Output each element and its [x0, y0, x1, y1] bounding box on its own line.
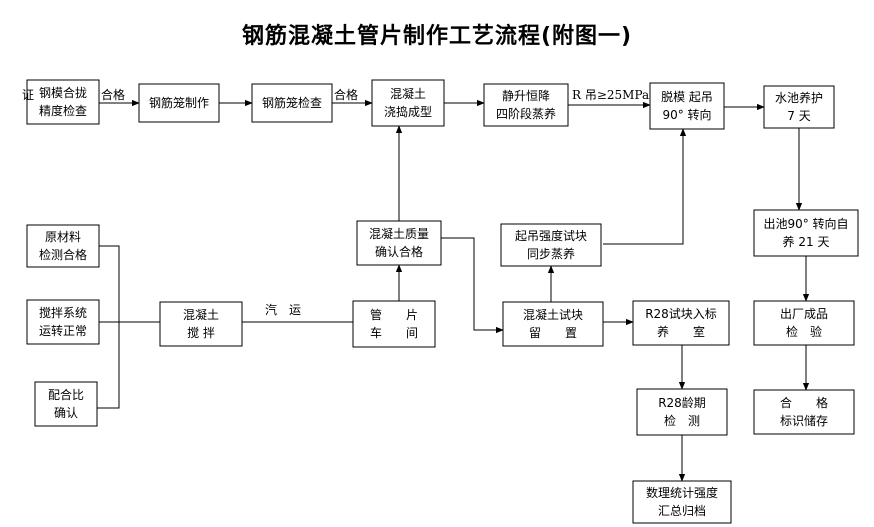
box-label-final-check: 检 验 — [786, 324, 822, 339]
box-label-test-block: 混凝土试块 — [523, 307, 583, 322]
box-mold-check — [26, 79, 100, 125]
box-mix-ratio — [34, 381, 98, 427]
box-label-cure: 静升恒降 — [502, 89, 550, 103]
box-label-r28-room: 养 室 — [657, 324, 705, 339]
edge-label-pass1: 合格 — [101, 87, 125, 102]
box-demold — [649, 82, 725, 130]
edge-label-transport: 汽 运 — [265, 302, 301, 317]
box-mixer — [26, 299, 100, 345]
box-label-final-check: 出厂成品 — [780, 307, 828, 321]
box-cure — [483, 83, 569, 127]
box-label-mixer: 搅拌系统 — [39, 305, 87, 320]
box-label-cage-make: 钢筋笼制作 — [149, 95, 209, 110]
box-label-mold-check: 钢模合拢 — [39, 85, 87, 100]
box-label-pipe-car: 车 间 — [370, 325, 418, 340]
edge-bracket — [97, 245, 120, 409]
box-label-pour: 混凝土 — [390, 86, 426, 101]
box-label-stats: 汇总归档 — [658, 504, 706, 518]
side-char: 证 — [22, 88, 34, 102]
box-label-mix-ratio: 确认 — [54, 406, 78, 420]
box-label-mixer: 运转正常 — [39, 323, 87, 338]
box-r28-room — [632, 300, 730, 346]
box-pipe-car — [352, 300, 436, 348]
box-label-pipe-car: 管 片 — [370, 307, 418, 322]
box-label-store: 标识储存 — [780, 413, 828, 428]
box-label-raw: 原材料 — [45, 230, 81, 244]
box-label-pool: 7 天 — [787, 109, 810, 123]
box-cage-check — [251, 83, 333, 123]
edge-label-pass2: 合格 — [334, 87, 358, 102]
box-label-pour: 浇捣成型 — [384, 104, 432, 119]
box-quality — [356, 220, 442, 266]
box-label-r28-test: R28龄期 — [658, 396, 706, 410]
box-raw — [26, 224, 100, 268]
box-label-exit-turn: 出池90° 转向自 — [763, 216, 848, 231]
box-label-r28-test: 检 测 — [664, 413, 700, 428]
box-concrete — [159, 301, 243, 347]
edge-quality-testblock — [441, 237, 504, 334]
box-label-mold-check: 精度检查 — [39, 103, 87, 118]
box-label-stats: 数理统计强度 — [646, 485, 718, 500]
box-test-block — [502, 301, 604, 347]
box-label-mix-ratio: 配合比 — [48, 387, 84, 402]
box-pool — [763, 85, 835, 129]
box-label-lift-test: 同步蒸养 — [527, 246, 575, 261]
box-label-raw: 检测合格 — [39, 247, 87, 262]
box-label-r28-room: R28试块入标 — [645, 306, 717, 321]
box-label-pool: 水池养护 — [775, 90, 823, 105]
box-r28-test — [636, 388, 728, 436]
box-pour — [371, 79, 445, 127]
edge-lift-demold — [603, 128, 687, 245]
box-label-exit-turn: 养 21 天 — [783, 234, 830, 249]
box-label-lift-test: 起吊强度试块 — [515, 228, 587, 243]
box-label-quality: 混凝土质量 — [369, 226, 429, 241]
box-label-demold: 90° 转向 — [662, 107, 711, 122]
box-label-quality: 确认合格 — [375, 244, 423, 259]
box-exit-turn — [753, 209, 859, 257]
box-lift-test — [500, 223, 602, 267]
box-label-concrete: 搅 拌 — [187, 325, 215, 340]
box-label-cure: 四阶段蒸养 — [496, 106, 556, 121]
box-label-test-block: 留 置 — [529, 326, 577, 340]
box-label-store: 合 格 — [780, 395, 828, 410]
page-title: 钢筋混凝土管片制作工艺流程(附图一) — [241, 24, 633, 49]
box-final-check — [753, 300, 855, 346]
box-label-demold: 脱模 起吊 — [661, 89, 713, 104]
box-cage-make — [138, 83, 220, 123]
box-stats — [632, 480, 732, 524]
box-label-cage-check: 钢筋笼检查 — [262, 95, 322, 110]
box-label-concrete: 混凝土 — [183, 307, 219, 322]
edge-label-strength: R 吊≥25MPa — [572, 88, 649, 102]
